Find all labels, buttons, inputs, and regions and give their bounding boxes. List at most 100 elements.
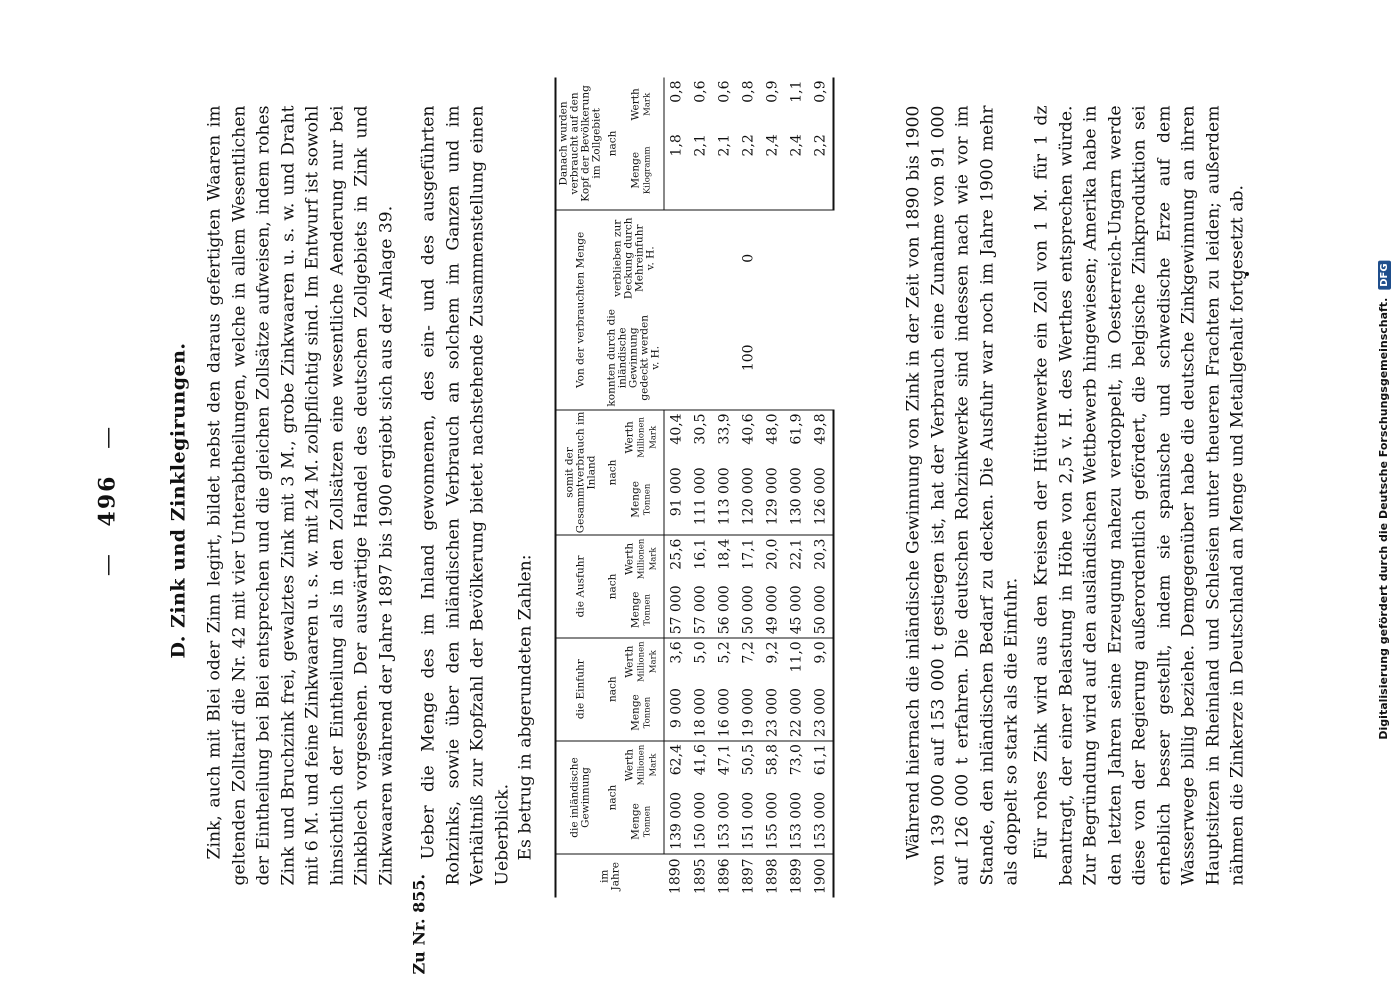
header-menge-label: Menge bbox=[629, 694, 642, 731]
cell-am: 56 000 bbox=[716, 585, 732, 635]
cell-em: 18 000 bbox=[692, 688, 708, 738]
cell-ew: 5,2 bbox=[712, 637, 736, 686]
footer-text-wrap: Digitalisierung gefördert durch die Deut… bbox=[1377, 260, 1391, 740]
unit-mill: Millionen Mark bbox=[636, 538, 659, 580]
cell-km: 2,2 bbox=[808, 131, 833, 210]
paragraph-tariff-text: Für rohes Zink wird aus den Kreisen der … bbox=[1031, 105, 1248, 886]
cell-km: 2,4 bbox=[764, 134, 780, 157]
header-nach: nach bbox=[606, 130, 619, 157]
header-einfuhr: die Einfuhr bbox=[555, 637, 605, 741]
cell-km: 2,1 bbox=[716, 134, 732, 157]
header-konnten: konnten durch die inländische Gewinnung … bbox=[605, 306, 664, 410]
header-kopf: Danach wurden verbraucht auf den Kopf de… bbox=[555, 77, 605, 210]
header-menge-label: Menge bbox=[629, 481, 642, 518]
cell-vm: 91 000 bbox=[668, 467, 684, 517]
unit-mill: Millionen Mark bbox=[636, 744, 659, 786]
zinc-statistics-table: im Jahre die inländische Gewinnung die E… bbox=[555, 77, 835, 898]
page-number: 496 bbox=[94, 474, 121, 527]
cell-km: 1,8 bbox=[668, 134, 684, 157]
cell-year: 1899 bbox=[784, 854, 808, 898]
footer-text: Digitalisierung gefördert durch die Deut… bbox=[1377, 297, 1390, 740]
cell-vw: 48,0 bbox=[760, 409, 784, 465]
cell-gw: 58,8 bbox=[760, 740, 784, 789]
unit-mill: Millionen Mark bbox=[636, 417, 659, 458]
header-konnten-label: konnten durch die inländische Gewinnung … bbox=[605, 309, 651, 407]
cell-year: 1900 bbox=[808, 854, 833, 898]
unit-vh: v. H. bbox=[649, 345, 662, 370]
cell-vw: 40,4 bbox=[663, 409, 688, 465]
header-werth-label: Werth bbox=[623, 421, 636, 454]
cell-gw: 61,1 bbox=[808, 740, 833, 789]
cell-aw: 20,3 bbox=[808, 535, 833, 583]
cell-year: 1895 bbox=[688, 854, 712, 898]
cell-kw: 0,8 bbox=[668, 80, 684, 103]
unit-mark: Mark bbox=[642, 92, 653, 116]
header-verbrauch: somit der Gesammtverbrauch im Inland bbox=[555, 409, 605, 536]
stray-dot bbox=[1245, 272, 1249, 276]
header-werth-label: Werth bbox=[623, 542, 636, 575]
cell-gw: 50,5 bbox=[736, 740, 760, 789]
paragraph-overview-text: Ueber die Menge des im Inland gewonnenen… bbox=[418, 105, 513, 886]
cell-am: 45 000 bbox=[788, 585, 804, 635]
header-nach: nach bbox=[604, 740, 621, 855]
cell-vm: 126 000 bbox=[808, 464, 833, 536]
header-verblieben-label: verblieben zur Deckung durch Mehreinfuhr bbox=[611, 217, 645, 300]
cell-gm: 153 000 bbox=[808, 789, 833, 855]
paragraph-analysis-text: Während hiernach die inländische Gewinnu… bbox=[903, 105, 1022, 886]
cell-ew: 5,0 bbox=[688, 637, 712, 686]
cell-vw: 49,8 bbox=[808, 409, 833, 465]
unit-tonnen: Tonnen bbox=[642, 483, 653, 516]
cell-gm: 155 000 bbox=[764, 792, 780, 850]
cell-gw: 73,0 bbox=[784, 740, 808, 789]
header-nach: nach bbox=[604, 637, 621, 741]
cell-aw: 18,4 bbox=[712, 535, 736, 583]
header-werth-label: Werth bbox=[623, 645, 636, 678]
cell-vw: 30,5 bbox=[688, 409, 712, 465]
unit-tonnen: Tonnen bbox=[642, 805, 653, 838]
cell-year: 1898 bbox=[760, 854, 784, 898]
cell-am: 49 000 bbox=[764, 585, 780, 635]
unit-kg: Kilogramm bbox=[642, 146, 653, 195]
header-werth-label: Werth bbox=[629, 88, 642, 121]
cell-kw: 0,9 bbox=[764, 80, 780, 103]
cell-kw: 1,1 bbox=[788, 80, 804, 103]
cell-am: 57 000 bbox=[692, 585, 708, 635]
cell-gw: 47,1 bbox=[712, 740, 736, 789]
paragraph-analysis: Während hiernach die inländische Gewinnu… bbox=[902, 106, 1025, 886]
cell-vm: 111 000 bbox=[692, 467, 708, 526]
header-von-der: Von der verbrauchten Menge bbox=[555, 209, 605, 410]
paragraph-tariff: Für rohes Zink wird aus den Kreisen der … bbox=[1030, 106, 1251, 886]
cell-km: 2,1 bbox=[692, 134, 708, 157]
cell-aw: 22,1 bbox=[784, 535, 808, 583]
paragraph-table-lead: Es betrug in abgerundeten Zahlen: bbox=[515, 554, 536, 861]
digitization-footer: Digitalisierung gefördert durch die Deut… bbox=[1374, 10, 1394, 990]
document-page: — 496 — Zu Nr. 855. D. Zink und Zinklegi… bbox=[0, 21, 1397, 981]
cell-gm: 151 000 bbox=[740, 792, 756, 850]
cell-gw: 41,6 bbox=[688, 740, 712, 789]
cell-ew: 9,2 bbox=[760, 637, 784, 686]
cell-vm: 113 000 bbox=[716, 467, 732, 526]
paragraph-intro: Zink, auch mit Blei oder Zinn legirt, bi… bbox=[203, 106, 399, 886]
cell-year: 1896 bbox=[712, 854, 736, 898]
cell-gw: 62,4 bbox=[663, 740, 688, 789]
cell-kw: 0,6 bbox=[692, 80, 708, 103]
cell-aw: 25,6 bbox=[663, 535, 688, 583]
cell-am: 50 000 bbox=[808, 582, 833, 638]
unit-tonnen: Tonnen bbox=[642, 696, 653, 729]
header-gewinnung: die inländische Gewinnung bbox=[555, 740, 605, 855]
cell-konnten: 100 bbox=[740, 344, 757, 372]
header-menge-label: Menge bbox=[629, 803, 642, 840]
cell-vw: 40,6 bbox=[736, 409, 760, 465]
